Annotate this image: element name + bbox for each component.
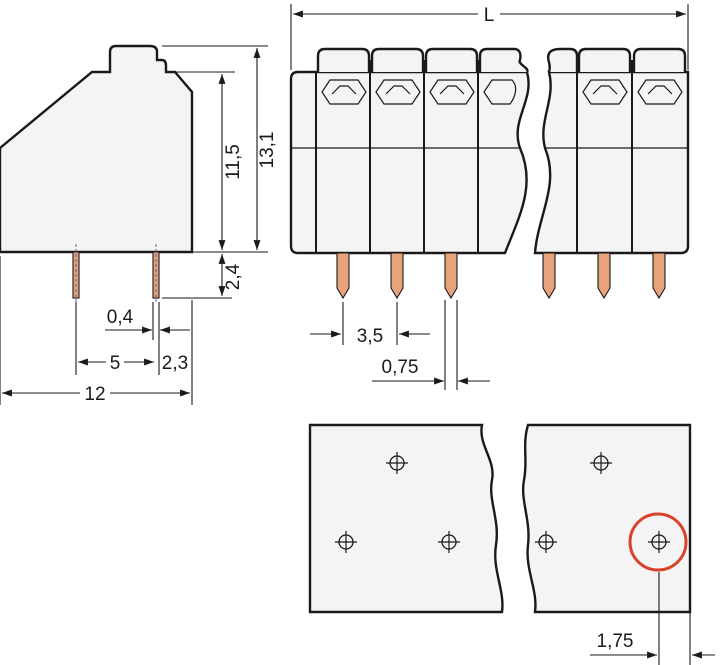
push-button-3 [424, 47, 479, 105]
front-pin-6 [652, 252, 666, 300]
dim-3-5: 3,5 [357, 326, 383, 347]
dim-L: L [484, 5, 495, 26]
front-pin-1 [336, 252, 350, 300]
front-pin-3 [444, 252, 458, 300]
dim-5: 5 [110, 353, 121, 374]
hole-4 [438, 531, 460, 553]
push-button-7 [632, 47, 687, 105]
hole-5 [535, 531, 557, 553]
front-pin-5 [597, 252, 611, 300]
dim-2-3: 2,3 [162, 353, 188, 374]
dim-2-4: 2,4 [223, 263, 244, 290]
dim-1-75: 1,75 [597, 631, 634, 652]
push-button-5 [546, 47, 579, 73]
hole-2 [590, 452, 612, 474]
front-pin-2 [390, 252, 404, 300]
hole-6 [648, 531, 670, 553]
push-button-6 [577, 47, 632, 105]
front-view: L [289, 4, 690, 390]
front-body-right [533, 70, 690, 255]
side-view: 11,5 13,1 2,4 0,4 5 2,3 12 [0, 44, 278, 405]
push-button-2 [370, 47, 425, 105]
front-pin-4 [542, 252, 556, 300]
side-view-body [0, 44, 194, 254]
push-button-4 [478, 47, 529, 105]
footprint-view: 1,75 [308, 423, 715, 665]
push-button-1 [316, 47, 371, 105]
highlight-circle [628, 512, 688, 572]
footprint-left [308, 423, 504, 614]
dim-11-5: 11,5 [223, 144, 244, 180]
dim-13-1: 13,1 [257, 132, 278, 169]
hole-3 [335, 531, 357, 553]
footprint-right [521, 423, 692, 614]
dim-0-75: 0,75 [382, 357, 419, 378]
hole-1 [386, 452, 408, 474]
dim-12: 12 [84, 384, 105, 405]
dim-0-4: 0,4 [107, 307, 134, 328]
front-body-left [289, 70, 530, 255]
